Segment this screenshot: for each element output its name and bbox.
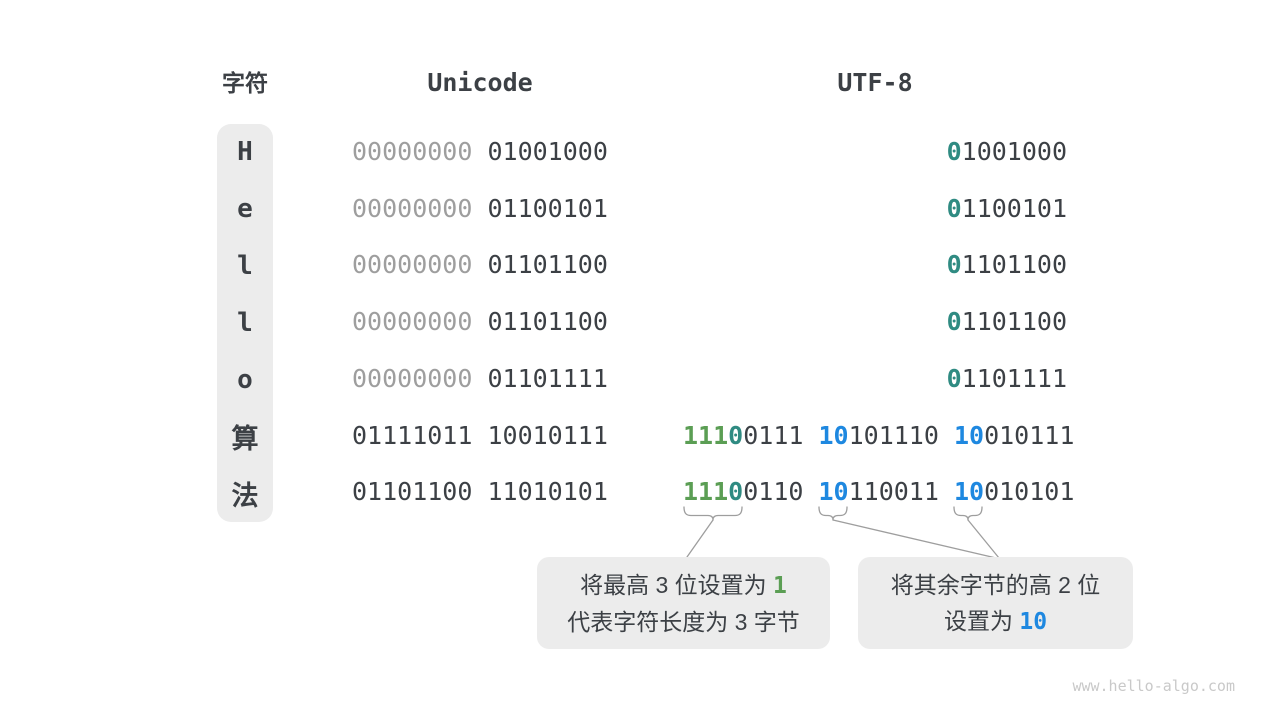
bit-segment: 010111 <box>984 421 1075 450</box>
bit-segment: 010101 <box>984 477 1075 506</box>
char-cell: l <box>237 308 253 338</box>
column-header-char: 字符 <box>222 70 268 96</box>
callout-high-bits-line1: 将最高 3 位设置为 1 <box>537 568 830 603</box>
char-cell: 法 <box>231 481 259 512</box>
bit-segment: 0 <box>946 364 962 393</box>
bit-segment: 01111011 10010111 <box>352 421 608 450</box>
unicode-bytes: 00000000 01101100 <box>352 307 608 337</box>
char-cell: o <box>237 364 253 395</box>
bit-segment: 1101100 <box>961 307 1067 336</box>
bit-segment: 1001000 <box>961 137 1067 166</box>
callout-text: 将最高 3 位设置为 <box>580 571 774 598</box>
utf8-bytes: 01101100 <box>947 307 1067 337</box>
bit-segment: 01001000 <box>472 137 608 166</box>
column-header-unicode: Unicode <box>427 68 533 97</box>
bit-segment: 110011 <box>848 477 954 506</box>
utf8-bytes: 01001000 <box>947 137 1067 167</box>
utf8-bytes: 11100110 10110011 10010101 <box>683 477 1074 507</box>
bit-segment: 0 <box>946 194 962 223</box>
callout-continuation-line1: 将其余字节的高 2 位 <box>890 571 1101 598</box>
callout-value-10: 10 <box>1019 608 1048 635</box>
bit-segment: 1101100 <box>961 250 1067 279</box>
bit-segment: 0 <box>728 477 744 506</box>
bit-segment: 01101100 <box>472 307 608 336</box>
utf8-bytes: 11100111 10101110 10010111 <box>683 421 1074 451</box>
callout-text: 设置为 <box>943 607 1020 634</box>
bit-segment: 101110 <box>848 421 954 450</box>
bit-segment: 01101100 11010101 <box>352 477 608 506</box>
connector-line-byte2 <box>832 519 997 559</box>
callout-high-bits-line2: 代表字符长度为 3 字节 <box>567 608 800 635</box>
bit-segment: 1100101 <box>961 194 1067 223</box>
unicode-bytes: 00000000 01100101 <box>352 194 608 224</box>
unicode-bytes: 00000000 01101100 <box>352 250 608 280</box>
utf8-bytes: 01101100 <box>947 250 1067 280</box>
unicode-bytes: 00000000 01101111 <box>352 364 608 394</box>
bit-segment: 111 <box>683 477 729 506</box>
bit-segment: 10 <box>818 477 849 506</box>
char-cell: 算 <box>231 424 259 455</box>
utf8-bytes: 01100101 <box>947 194 1067 224</box>
underbrace-1110-icon <box>683 506 743 521</box>
char-cell: e <box>237 194 253 225</box>
char-cell: l <box>237 251 253 282</box>
bit-segment: 00000000 <box>352 364 473 393</box>
char-cell: H <box>237 137 253 168</box>
bit-segment: 0 <box>946 137 962 166</box>
connector-line-byte3 <box>967 519 1000 559</box>
bit-segment: 0111 <box>743 421 819 450</box>
watermark: www.hello-algo.com <box>1072 677 1235 695</box>
unicode-bytes: 00000000 01001000 <box>352 137 608 167</box>
bit-segment: 0110 <box>743 477 819 506</box>
underbrace-10-byte3-icon <box>953 506 983 521</box>
bit-segment: 00000000 <box>352 137 473 166</box>
bit-segment: 00000000 <box>352 307 473 336</box>
connector-line-left <box>686 519 714 558</box>
bit-segment: 00000000 <box>352 194 473 223</box>
bit-segment: 0 <box>946 307 962 336</box>
bit-segment: 111 <box>683 421 729 450</box>
callout-continuation-bits: 将其余字节的高 2 位 设置为 10 <box>858 557 1133 649</box>
bit-segment: 01101111 <box>472 364 608 393</box>
callout-continuation-line2: 设置为 10 <box>858 604 1133 639</box>
callout-value-1: 1 <box>773 572 787 599</box>
bit-segment: 0 <box>728 421 744 450</box>
bit-segment: 00000000 <box>352 250 473 279</box>
unicode-bytes: 01111011 10010111 <box>352 421 608 451</box>
bit-segment: 01100101 <box>472 194 608 223</box>
column-header-utf8: UTF-8 <box>837 68 913 97</box>
bit-segment: 10 <box>818 421 849 450</box>
underbrace-10-byte2-icon <box>818 506 848 521</box>
bit-segment: 01101100 <box>472 250 608 279</box>
bit-segment: 10 <box>953 477 985 506</box>
unicode-bytes: 01101100 11010101 <box>352 477 608 507</box>
utf8-bytes: 01101111 <box>947 364 1067 394</box>
bit-segment: 10 <box>953 421 985 450</box>
bit-segment: 0 <box>946 250 962 279</box>
callout-high-bits: 将最高 3 位设置为 1 代表字符长度为 3 字节 <box>537 557 830 649</box>
bit-segment: 1101111 <box>961 364 1067 393</box>
